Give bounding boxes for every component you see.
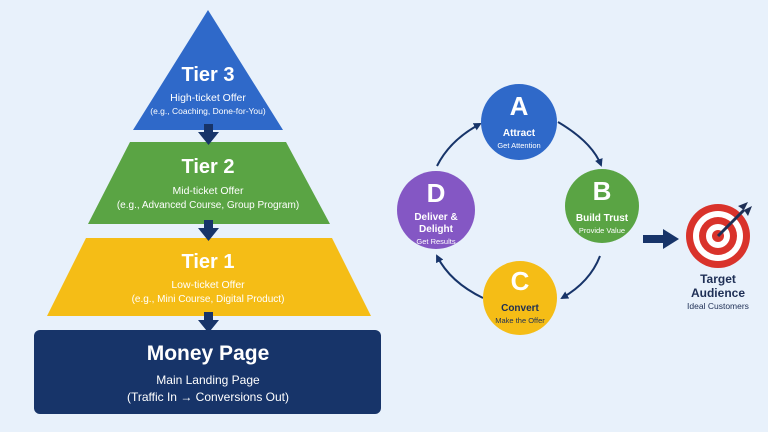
tier2-line2: (e.g., Advanced Course, Group Program) [116, 200, 300, 211]
cycle-a-subtitle: Get Attention [497, 141, 541, 150]
tier2-band [88, 142, 330, 224]
cycle-node-d [397, 171, 475, 249]
cycle-d-letter: D [426, 178, 446, 208]
tier3-line2: (e.g., Coaching, Done-for-You) [150, 106, 266, 116]
money-page-block [34, 330, 381, 414]
money-page-line1: Main Landing Page [156, 373, 260, 387]
target-subtitle: Ideal Customers [687, 301, 749, 311]
tier1-line1: Low-ticket Offer [171, 279, 245, 291]
tier3-line1: High-ticket Offer [170, 92, 246, 104]
cycle-arrow-d-to-a [436, 123, 482, 167]
cycle-arrow-c-to-d [436, 254, 484, 299]
tier2-title: Tier 2 [181, 156, 235, 178]
tier1-line2: (e.g., Mini Course, Digital Product) [131, 294, 285, 305]
cycle-d-title-line2: Delight [419, 224, 453, 235]
cycle-c-letter: C [510, 266, 530, 296]
tier3-title: Tier 3 [181, 64, 235, 86]
cycle-a-title: Attract [502, 128, 536, 139]
cycle-node-c [483, 261, 557, 335]
arrow-to-target [643, 229, 679, 249]
cycle-c-title: Convert [501, 303, 539, 314]
funnel-arrow-3-to-2 [198, 124, 219, 145]
cycle-node-b [565, 169, 639, 243]
cycle-b-subtitle: Provide Value [578, 226, 626, 235]
funnel-arrow-1-to-money [198, 312, 219, 333]
tier3-triangle [133, 10, 283, 130]
target-label-line1: Target [700, 272, 736, 286]
tier1-title: Tier 1 [181, 251, 235, 273]
cycle-c-subtitle: Make the Offer [495, 316, 545, 325]
tier2-line1: Mid-ticket Offer [172, 185, 244, 197]
cycle-d-subtitle: Get Results [416, 237, 456, 246]
money-page-title: Money Page [146, 342, 270, 365]
cycle-a-letter: A [509, 91, 529, 121]
cycle-b-title: Build Trust [575, 213, 629, 224]
cycle-node-a [481, 84, 557, 160]
cycle-arrow-a-to-b [557, 121, 603, 167]
cycle-arrow-b-to-c [560, 255, 601, 299]
bullseye-target-icon [686, 202, 752, 268]
target-label-line2: Audience [690, 286, 745, 300]
money-page-line2: (Traffic In → Conversions Out) [126, 390, 290, 404]
tier1-band [47, 238, 371, 316]
funnel-arrow-2-to-1 [198, 220, 219, 241]
cycle-d-title-line1: Deliver & [414, 212, 458, 223]
cycle-b-letter: B [592, 176, 612, 206]
